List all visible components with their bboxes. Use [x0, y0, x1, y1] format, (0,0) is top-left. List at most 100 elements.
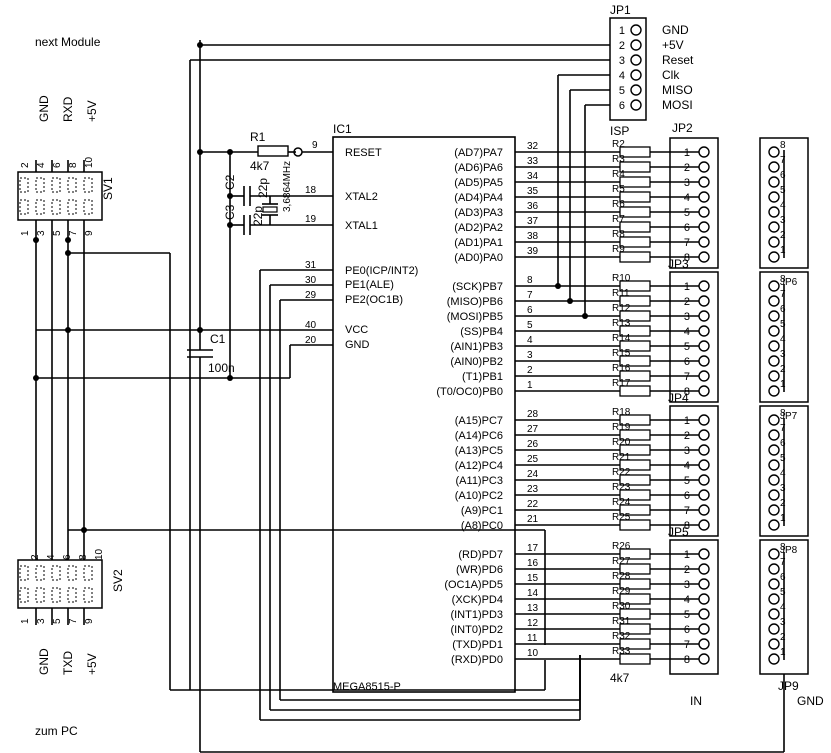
gnd-pin-number: 5: [780, 185, 786, 196]
gnd-pin-number: 1: [780, 647, 786, 658]
sv2-pin: [51, 587, 61, 603]
header-pin: [698, 429, 710, 441]
jp1-pin-label: +5V: [662, 38, 684, 52]
jp1-pin-number: 1: [619, 25, 625, 37]
ic-pin-label: (T0/OC0)PB0: [436, 386, 503, 398]
gnd-pin: [768, 608, 780, 620]
sv1-top-pin-number: 2: [20, 162, 31, 168]
sv2-pin: [35, 565, 45, 581]
resistor-label: R3: [612, 154, 625, 165]
header-pin: [698, 206, 710, 218]
ic-pin-label: (A10)PC2: [455, 490, 503, 502]
ic-pin-label: (A12)PC4: [455, 460, 503, 472]
gnd-pin: [768, 146, 780, 158]
gnd-pin: [768, 623, 780, 635]
header-pin-number: 2: [684, 430, 690, 442]
gnd-pin: [768, 340, 780, 352]
ic-pin-number: 4: [527, 335, 533, 346]
gnd-pin-number: 4: [780, 334, 786, 345]
next-module-label: next Module: [35, 35, 101, 49]
sv1-pin: [83, 177, 93, 193]
gnd-pin: [768, 206, 780, 218]
ic-pin-number: 26: [527, 439, 539, 450]
pin-reset-label: RESET: [345, 147, 382, 159]
resistor-label: R14: [612, 333, 631, 344]
ic-pin-number: 37: [527, 216, 539, 227]
header-pin-number: 3: [684, 445, 690, 457]
gnd-pin: [768, 295, 780, 307]
ic-pin-label: (RXD)PD0: [451, 654, 503, 666]
crystal-q1: [262, 206, 278, 213]
gnd-pin-number: 4: [780, 468, 786, 479]
resistor-label: R12: [612, 303, 631, 314]
r1-value: 4k7: [250, 159, 270, 173]
resistor-label: R6: [612, 199, 625, 210]
resistor-label: R26: [612, 541, 631, 552]
ic-pin-number: 2: [527, 365, 533, 376]
gnd-pin: [768, 519, 780, 531]
pin-number-29: 29: [305, 290, 317, 301]
gnd-pin: [768, 638, 780, 650]
ic-pin-label: (RD)PD7: [458, 549, 503, 561]
sv1-top-pin-number: 4: [36, 162, 47, 168]
sv1-label: SV1: [101, 177, 115, 200]
ic-pin-label: (INT1)PD3: [450, 609, 503, 621]
header-pin: [698, 340, 710, 352]
ic-pin-label: (MISO)PB6: [447, 296, 503, 308]
jp2-label: JP2: [672, 121, 693, 135]
header-pin: [698, 608, 710, 620]
ic-pin-number: 10: [527, 648, 539, 659]
gnd-pin: [768, 161, 780, 173]
ic-pin-label: (WR)PD6: [456, 564, 503, 576]
header-pin-number: 2: [684, 564, 690, 576]
header-pin: [698, 191, 710, 203]
jp1-pin: [630, 24, 642, 36]
resistor-label: R5: [612, 184, 625, 195]
gnd-pin-number: 5: [780, 453, 786, 464]
ic-pin-label: (TXD)PD1: [452, 639, 503, 651]
jp1-pin: [630, 84, 642, 96]
sv2-bottom-pin-number: 3: [36, 618, 47, 624]
pin-number-19: 19: [305, 214, 317, 225]
jp1-pin-label: MOSI: [662, 98, 693, 112]
jp1-pin-number: 4: [619, 70, 625, 82]
gnd-pin-number: 6: [780, 438, 786, 449]
last-resistor-value: 4k7: [610, 671, 630, 685]
pin-pe1-label: PE1(ALE): [345, 279, 394, 291]
gnd-pin-number: 4: [780, 602, 786, 613]
gnd-pin-number: 8: [780, 274, 786, 285]
pin-number-31: 31: [305, 260, 317, 271]
ic-pin-label: (AD6)PA6: [454, 162, 503, 174]
in-label: IN: [690, 694, 702, 708]
header-pin: [698, 489, 710, 501]
pin-number-9: 9: [312, 140, 318, 151]
ic-pin-label: (AD1)PA1: [454, 237, 503, 249]
header-pin: [698, 385, 710, 397]
gnd-pin: [768, 280, 780, 292]
header-pin: [698, 176, 710, 188]
gnd-pin: [768, 653, 780, 665]
ic-pin-number: 1: [527, 380, 533, 391]
gnd-pin-number: 1: [780, 379, 786, 390]
sv2-bottom-pin-number: 9: [84, 618, 95, 624]
sv2-pin-gnd: GND: [37, 648, 51, 675]
jp5-label: JP5: [668, 525, 689, 539]
gnd-pin-number: 3: [780, 617, 786, 628]
jp1-pin-label: Clk: [662, 68, 680, 82]
gnd-pin-number: 4: [780, 200, 786, 211]
header-pin: [698, 563, 710, 575]
gnd-pin: [768, 385, 780, 397]
ic-pin-label: (AD2)PA2: [454, 222, 503, 234]
jp9-label: JP9: [778, 679, 799, 693]
jp1-pin-label: MISO: [662, 83, 693, 97]
sv2-bottom-pin-number: 5: [52, 618, 63, 624]
header-pin: [698, 414, 710, 426]
sv1-bottom-pin-number: 9: [84, 230, 95, 236]
ic-pin-number: 38: [527, 231, 539, 242]
resistor-label: R32: [612, 631, 631, 642]
gnd-pin-number: 2: [780, 632, 786, 643]
sv2-label: SV2: [111, 569, 125, 592]
ic-pin-label: (A13)PC5: [455, 445, 503, 457]
ic-pin-number: 8: [527, 275, 533, 286]
